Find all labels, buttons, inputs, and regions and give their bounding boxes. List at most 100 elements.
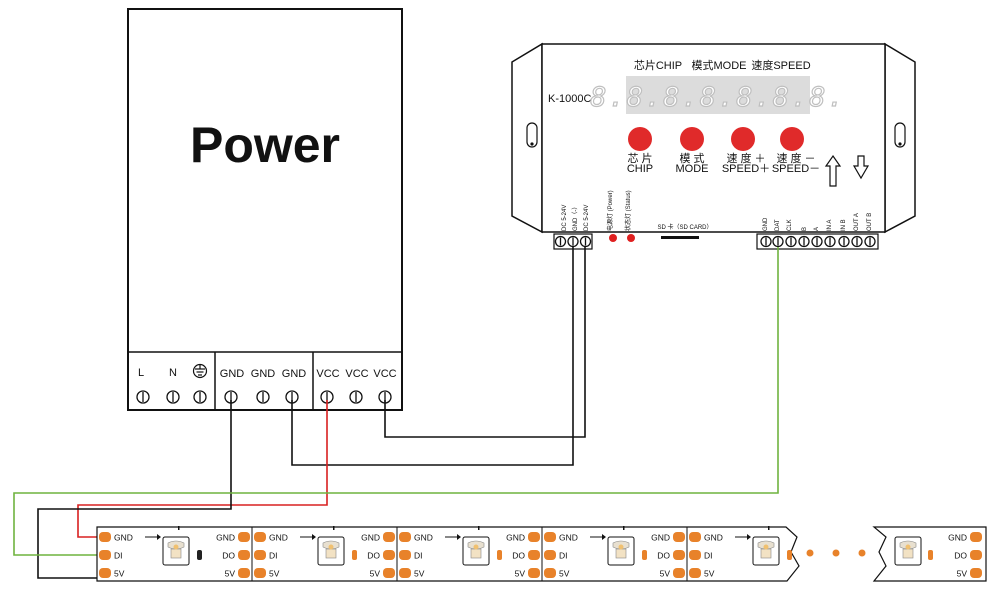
screw-terminal-icon (567, 235, 579, 248)
smd-component (928, 550, 933, 560)
solder-pad (383, 568, 395, 578)
speed-down-label-en: SPEED－ (772, 163, 820, 175)
data-direction-arrow-icon (157, 534, 161, 540)
power-input-label: GND（-） (572, 204, 579, 231)
solder-pad (689, 568, 701, 578)
output-terminal-label: IN A (827, 220, 833, 231)
mounting-hole-icon (526, 122, 538, 148)
screw-terminal-icon (256, 390, 270, 404)
wire-gnd-to-controller (291, 247, 574, 466)
led-die (615, 548, 627, 559)
display-label-chip: 芯片CHIP (634, 58, 682, 72)
speed-up-button[interactable] (731, 127, 755, 151)
output-terminal-label: DAT (775, 219, 781, 231)
screw-terminal-icon (864, 235, 876, 248)
output-terminal-screws (760, 235, 876, 248)
smd-component (497, 550, 502, 560)
speed-up-label-en: SPEED＋ (722, 163, 770, 175)
solder-pad (673, 550, 685, 560)
cut-mark (623, 526, 625, 530)
strip-pin-label: GND (114, 533, 133, 543)
controller-right-flange (884, 42, 916, 234)
led-emitter (905, 544, 911, 550)
led-die (760, 548, 772, 559)
strip-pin-label: GND (414, 533, 433, 543)
led-emitter (763, 544, 769, 550)
continuation-dot (832, 549, 840, 557)
strip-pin-label: GND (559, 533, 578, 543)
smd-component (642, 550, 647, 560)
arrow-up-icon (824, 154, 842, 187)
screw-terminal-icon (798, 235, 810, 248)
solder-pad (238, 568, 250, 578)
sd-card-slot[interactable] (661, 236, 699, 239)
screw-terminal-icon (785, 235, 797, 248)
solder-pad (673, 568, 685, 578)
strip-pin-label: DO (222, 551, 235, 561)
speed-down-button[interactable] (780, 127, 804, 151)
led-strip-segments: GNDDI5VGNDDO5VGNDDI5VGNDDO5VGNDDI5VGNDDO… (99, 526, 982, 581)
mode-button[interactable] (680, 127, 704, 151)
strip-pin-label: 5V (269, 569, 280, 579)
power-led-indicator (609, 234, 617, 242)
solder-pad (254, 568, 266, 578)
solder-pad (528, 550, 540, 560)
output-terminal-label: B (802, 227, 808, 231)
power-input-screws (554, 235, 592, 248)
power-supply: Power L N GND GND GND VCC VCC VCC (127, 8, 403, 411)
strip-pin-label: DO (367, 551, 380, 561)
strip-pin-label: GND (216, 533, 235, 543)
strip-pin-label: DI (269, 551, 278, 561)
screw-terminal-icon (193, 390, 207, 404)
led-strip: GNDDI5VGNDDO5VGNDDI5VGNDDO5VGNDDI5VGNDDO… (96, 526, 987, 582)
strip-pin-label: 5V (515, 569, 526, 579)
solder-pad (399, 532, 411, 542)
strip-pin-label: DO (657, 551, 670, 561)
wire-vcc-to-controller (384, 247, 586, 438)
strip-pin-label: GND (704, 533, 723, 543)
screw-terminal-icon (760, 235, 772, 248)
chip-button[interactable] (628, 127, 652, 151)
strip-pin-label: DI (559, 551, 568, 561)
controller: K-1000C 芯片CHIP 模式MODE 速度SPEED 8.8.8.8.8.… (511, 42, 916, 250)
screw-terminal-icon (851, 235, 863, 248)
strip-pin-label: 5V (370, 569, 381, 579)
led-die (902, 548, 914, 559)
power-input-label: DC 5-24V (562, 205, 568, 231)
led-die (170, 548, 182, 559)
led-emitter (173, 544, 179, 550)
solder-pad (544, 568, 556, 578)
screw-terminal-icon (824, 235, 836, 248)
output-terminal-label: IN B (841, 219, 847, 231)
speed-up-label-cn: 速 度 ＋ (726, 151, 765, 165)
solder-pad (544, 532, 556, 542)
power-supply-body (127, 8, 403, 411)
strip-pin-label: 5V (225, 569, 236, 579)
solder-pad (99, 568, 111, 578)
terminal-label-gnd: GND (220, 368, 245, 380)
data-direction-arrow-icon (747, 534, 751, 540)
wire-vcc-to-strip-5v (77, 400, 328, 538)
strip-pin-label: DO (954, 551, 967, 561)
screw-terminal-icon (554, 235, 567, 248)
solder-pad (238, 532, 250, 542)
strip-pin-label: GND (269, 533, 288, 543)
output-terminal-label: OUT B (867, 213, 873, 231)
screw-terminal-icon (136, 390, 150, 404)
strip-pin-label: DI (704, 551, 713, 561)
solder-pad (383, 532, 395, 542)
strip-pin-label: 5V (114, 569, 125, 579)
solder-pad (399, 568, 411, 578)
solder-pad (528, 568, 540, 578)
terminal-label-l: L (138, 367, 144, 379)
display-label-speed: 速度SPEED (751, 58, 810, 72)
strip-pin-label: 5V (559, 569, 570, 579)
data-direction-arrow-icon (602, 534, 606, 540)
solder-pad (689, 532, 701, 542)
smd-component (197, 550, 202, 560)
led-emitter (328, 544, 334, 550)
wire-gnd-to-strip (37, 400, 232, 579)
